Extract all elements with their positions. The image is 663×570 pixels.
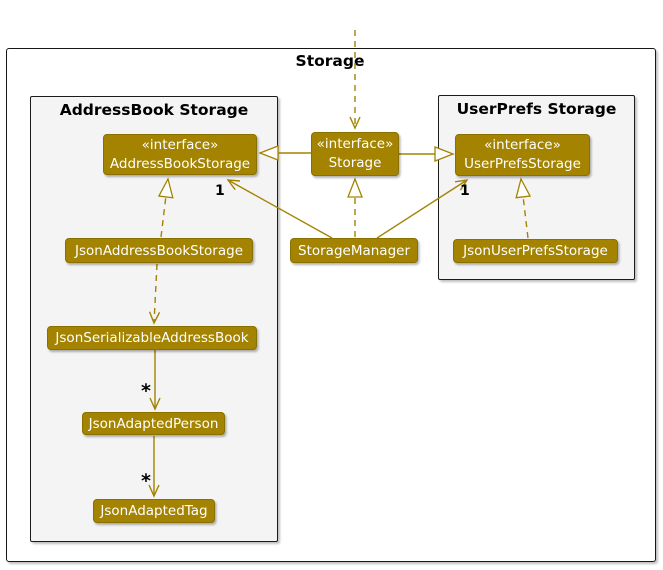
class-name-label: UserPrefsStorage — [464, 156, 581, 172]
node-userprefsstorage-interface: «interface» UserPrefsStorage — [455, 134, 590, 176]
class-name-label: JsonSerializableAddressBook — [55, 330, 249, 346]
class-name-label: JsonAddressBookStorage — [74, 242, 243, 259]
node-storage-interface: «interface» Storage — [311, 132, 399, 176]
node-jsonadaptedtag: JsonAdaptedTag — [93, 499, 215, 523]
multiplicity-label: * — [141, 470, 151, 492]
class-name-label: JsonAdaptedPerson — [88, 415, 219, 432]
node-storagemanager: StorageManager — [290, 238, 418, 263]
multiplicity-label: * — [141, 380, 151, 402]
class-name-label: JsonUserPrefsStorage — [463, 243, 608, 259]
stereotype-label: «interface» — [316, 136, 394, 152]
node-addressbookstorage-interface: «interface» AddressBookStorage — [103, 134, 257, 175]
package-addressbook-storage-title: AddressBook Storage — [59, 101, 249, 119]
stereotype-label: «interface» — [141, 136, 219, 153]
stereotype-label: «interface» — [484, 137, 561, 153]
multiplicity-label: 1 — [460, 183, 470, 199]
class-name-label: Storage — [328, 155, 382, 171]
class-name-label: AddressBookStorage — [109, 155, 251, 172]
class-name-label: JsonAdaptedTag — [100, 503, 208, 519]
class-name-label: StorageManager — [298, 242, 410, 259]
node-jsonuserprefsstorage: JsonUserPrefsStorage — [453, 239, 618, 263]
node-jsonserializableaddressbook: JsonSerializableAddressBook — [47, 326, 257, 350]
storage-frame-title: Storage — [295, 52, 365, 70]
node-jsonadaptedperson: JsonAdaptedPerson — [82, 412, 225, 435]
package-userprefs-storage-title: UserPrefs Storage — [456, 100, 617, 118]
multiplicity-label: 1 — [215, 183, 225, 199]
node-jsonaddressbookstorage: JsonAddressBookStorage — [65, 238, 253, 263]
